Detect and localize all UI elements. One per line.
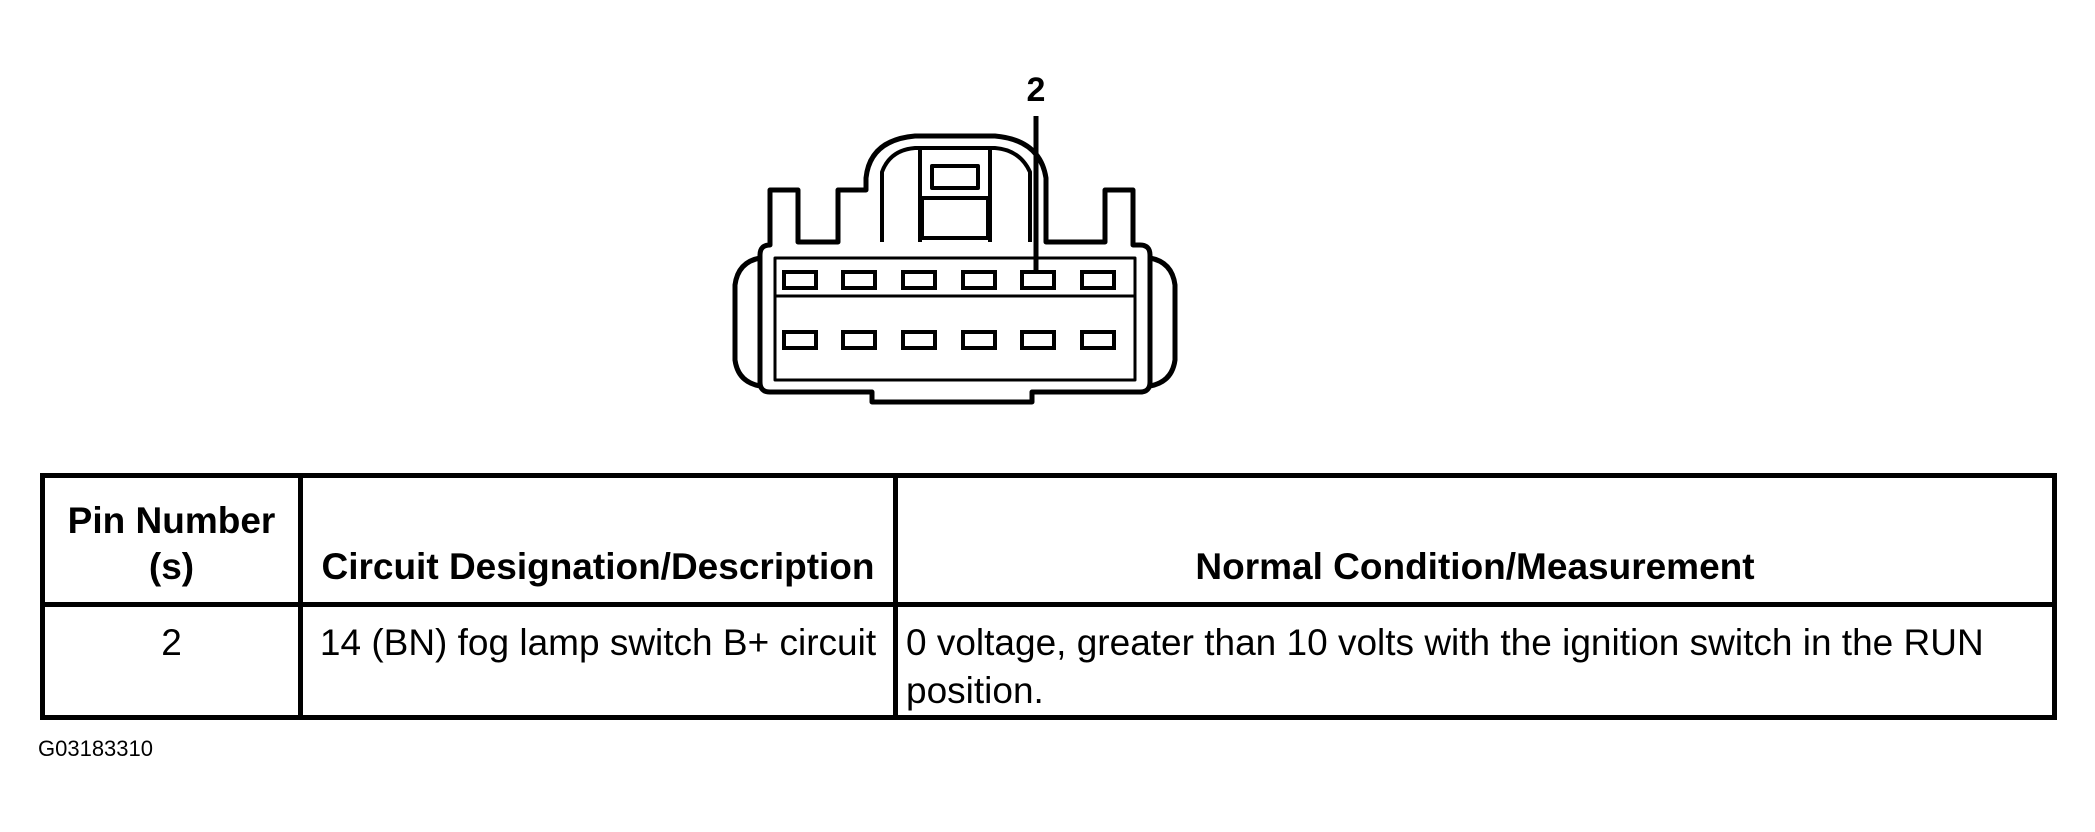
header-normal-condition: Normal Condition/Measurement [893, 473, 2057, 607]
pin-cavity-6 [1080, 270, 1116, 290]
pin-cavity-5 [1020, 270, 1056, 290]
pin-cavity-8 [841, 330, 877, 350]
left-ear [732, 255, 761, 389]
figure-id: G03183310 [38, 736, 153, 761]
cell-pin: 2 [40, 602, 303, 720]
header-pin-number: Pin Number (s) [40, 473, 303, 607]
cell-circuit: 14 (BN) fog lamp switch B+ circuit [298, 602, 898, 720]
pin-cavity-12 [1080, 330, 1116, 350]
pin-table: Pin Number (s) Circuit Designation/Descr… [40, 473, 2057, 720]
connector-face-diagram: 2 [732, 71, 1178, 405]
cell-condition: 0 voltage, greater than 10 volts with th… [893, 602, 2057, 720]
connector-housing-outline [757, 133, 1153, 405]
pin-cavity-3 [901, 270, 937, 290]
header-circuit: Circuit Designation/Description [298, 473, 898, 607]
pin-cavity-1 [782, 270, 818, 290]
table-header-row: Pin Number (s) Circuit Designation/Descr… [40, 473, 2057, 607]
pin-cavity-9 [901, 330, 937, 350]
table-row: 2 14 (BN) fog lamp switch B+ circuit 0 v… [40, 602, 2057, 720]
right-ear [1149, 255, 1178, 389]
pin-cavity-2 [841, 270, 877, 290]
pin-cavity-10 [961, 330, 997, 350]
locking-latch [880, 146, 1032, 242]
pin-cavity-4 [961, 270, 997, 290]
pin-cavity-7 [782, 330, 818, 350]
connector-inner-face [773, 256, 1137, 382]
callout-label: 2 [1027, 71, 1046, 109]
pin-cavity-11 [1020, 330, 1056, 350]
